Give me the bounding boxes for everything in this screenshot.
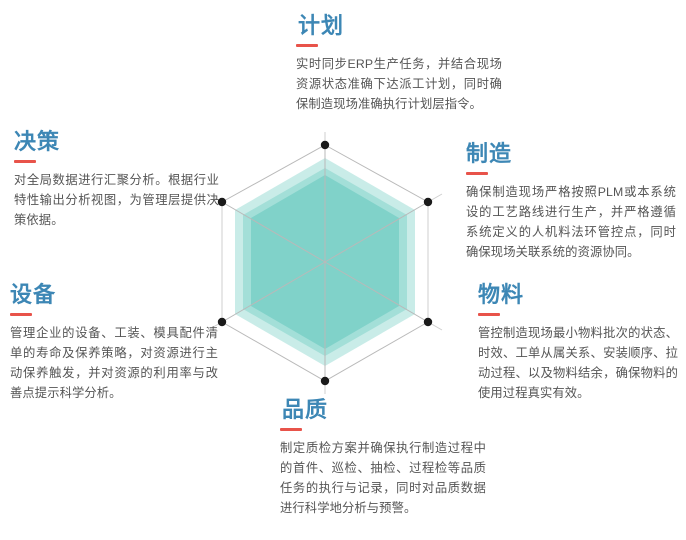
radar-chart — [186, 110, 476, 420]
section-material: 物料 管控制造现场最小物料批次的状态、时效、工单从属关系、安装顺序、拉动过程、以… — [478, 282, 678, 404]
section-plan-title: 计划 — [298, 13, 345, 38]
radar-spoke-decision — [221, 201, 326, 263]
section-decision: 决策 对全局数据进行汇聚分析。根据行业特性输出分析视图，为管理层提供决策依据。 — [14, 129, 219, 231]
section-plan-rule — [296, 44, 318, 48]
section-equipment-body: 管理企业的设备、工装、模具配件清单的寿命及保养策略，对资源进行主动保养触发，并对… — [10, 326, 218, 400]
section-manufacture: 制造 确保制造现场严格按照PLM或本系统设的工艺路线进行生产，并严格遵循系统定义… — [466, 141, 676, 263]
section-manufacture-rule — [466, 172, 488, 176]
radar-vertex-material — [423, 317, 433, 327]
section-decision-rule — [14, 160, 36, 164]
section-quality-rule — [280, 428, 302, 432]
section-manufacture-body: 确保制造现场严格按照PLM或本系统设的工艺路线进行生产，并严格遵循系统定义的人机… — [466, 185, 676, 259]
radar-vertex-plan — [320, 140, 330, 150]
section-decision-body: 对全局数据进行汇聚分析。根据行业特性输出分析视图，为管理层提供决策依据。 — [14, 173, 219, 227]
section-equipment-title: 设备 — [10, 282, 57, 307]
radar-vertex-equipment — [217, 317, 227, 327]
section-quality: 品质 制定质检方案并确保执行制造过程中的首件、巡检、抽检、过程检等品质任务的执行… — [280, 397, 486, 519]
section-quality-body: 制定质检方案并确保执行制造过程中的首件、巡检、抽检、过程检等品质任务的执行与记录… — [280, 441, 486, 515]
section-decision-title: 决策 — [14, 129, 61, 154]
section-material-rule — [478, 313, 500, 317]
radar-spoke-manufacture — [324, 201, 429, 263]
radar-vertex-decision — [217, 197, 227, 207]
section-material-body: 管控制造现场最小物料批次的状态、时效、工单从属关系、安装顺序、拉动过程、以及物料… — [478, 326, 678, 400]
section-equipment: 设备 管理企业的设备、工装、模具配件清单的寿命及保养策略，对资源进行主动保养触发… — [10, 282, 218, 404]
radar-chart-svg — [207, 132, 443, 394]
radar-spokes — [221, 145, 429, 381]
radar-vertex-markers — [217, 140, 433, 386]
radar-spoke-equipment — [221, 261, 326, 323]
radar-vertex-manufacture — [423, 197, 433, 207]
section-plan-body: 实时同步ERP生产任务，并结合现场资源状态准确下达派工计划，同时确保制造现场准确… — [296, 57, 502, 111]
radar-vertex-quality — [320, 376, 330, 386]
section-material-title: 物料 — [478, 282, 525, 307]
section-quality-title: 品质 — [282, 397, 329, 422]
section-plan: 计划 实时同步ERP生产任务，并结合现场资源状态准确下达派工计划，同时确保制造现… — [296, 13, 502, 115]
section-equipment-rule — [10, 313, 32, 317]
radar-spoke-material — [324, 261, 429, 323]
section-manufacture-title: 制造 — [466, 141, 513, 166]
